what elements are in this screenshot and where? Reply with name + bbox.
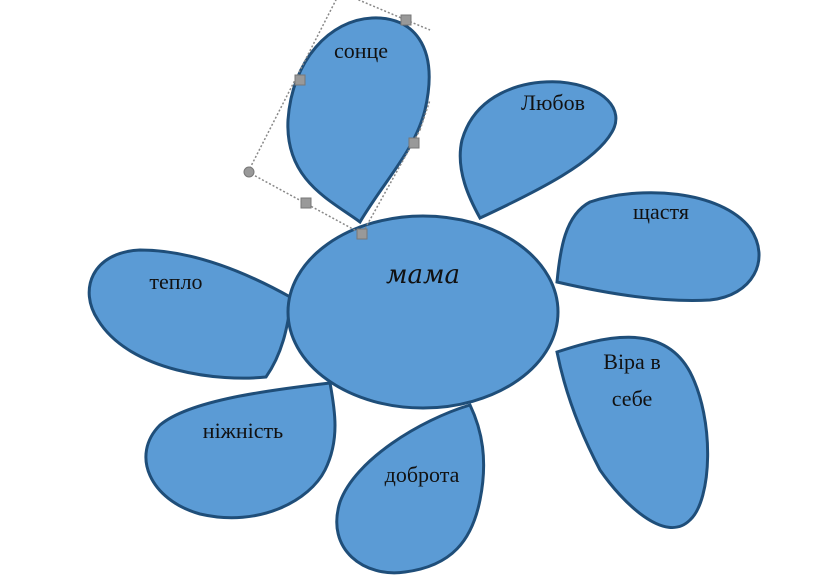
petal-warmth[interactable]: тепло	[87, 248, 294, 380]
resize-handle[interactable]	[294, 74, 306, 86]
resize-handle[interactable]	[300, 197, 312, 209]
petal-kindness[interactable]: доброта	[335, 403, 486, 575]
petal-love[interactable]: Любов	[458, 80, 618, 220]
petal-label: тепло	[149, 269, 202, 294]
center-label: мама	[386, 260, 460, 290]
petal-label: сонце	[334, 38, 388, 63]
petal-happiness[interactable]: щастя	[555, 191, 761, 302]
petal-tenderness[interactable]: ніжність	[144, 381, 337, 520]
petal-label: щастя	[633, 199, 689, 224]
resize-handle[interactable]	[356, 228, 368, 240]
petal-label: Віра в	[603, 349, 660, 374]
petal-sun[interactable]: сонце	[286, 16, 431, 225]
petal-label: ніжність	[203, 418, 283, 443]
resize-handle[interactable]	[400, 14, 412, 26]
petal-label: себе	[612, 386, 652, 411]
petal-faith[interactable]: Віра в себе	[555, 335, 710, 529]
rotate-handle[interactable]	[243, 166, 255, 178]
center-ellipse[interactable]: мама	[286, 214, 560, 410]
selection-box	[243, 0, 431, 240]
petal-label: доброта	[385, 462, 460, 487]
petal-label: Любов	[521, 90, 585, 115]
resize-handle[interactable]	[408, 137, 420, 149]
